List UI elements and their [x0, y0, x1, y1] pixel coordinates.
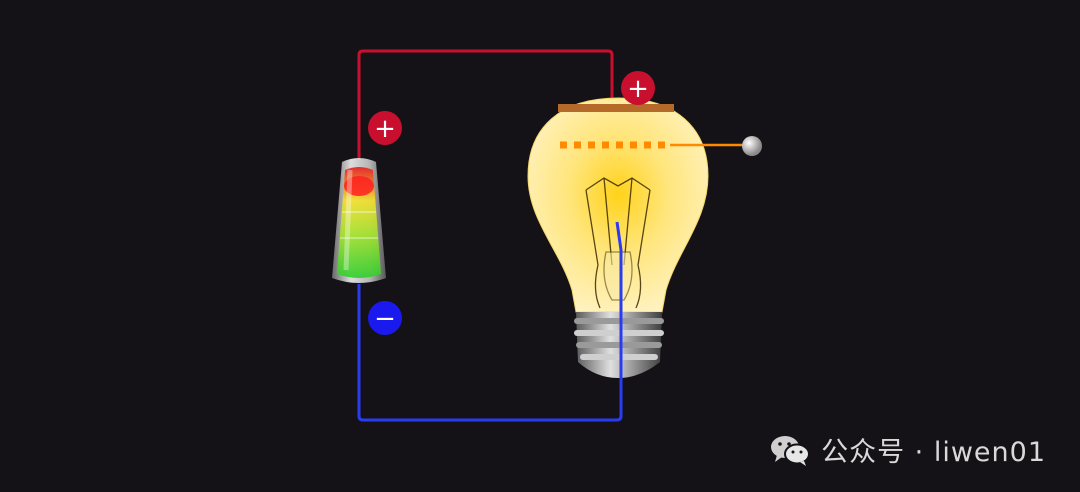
battery-positive-symbol: +	[374, 114, 396, 144]
positive-wire	[357, 49, 614, 160]
battery-positive-marker: +	[368, 111, 402, 145]
anode-positive-symbol: +	[627, 74, 649, 104]
anode-positive-marker: +	[621, 71, 655, 105]
battery-negative-symbol: −	[374, 304, 396, 334]
battery-negative-marker: −	[368, 301, 402, 335]
wechat-icon	[771, 435, 811, 466]
negative-wire	[357, 221, 623, 422]
bulb-base	[574, 312, 664, 378]
watermark-text: 公众号 · liwen01	[821, 437, 1046, 468]
anode-plate	[558, 104, 674, 112]
grid-terminal	[742, 136, 762, 156]
filament	[585, 177, 651, 309]
battery	[332, 158, 386, 283]
watermark: 公众号 · liwen01	[769, 430, 1046, 469]
